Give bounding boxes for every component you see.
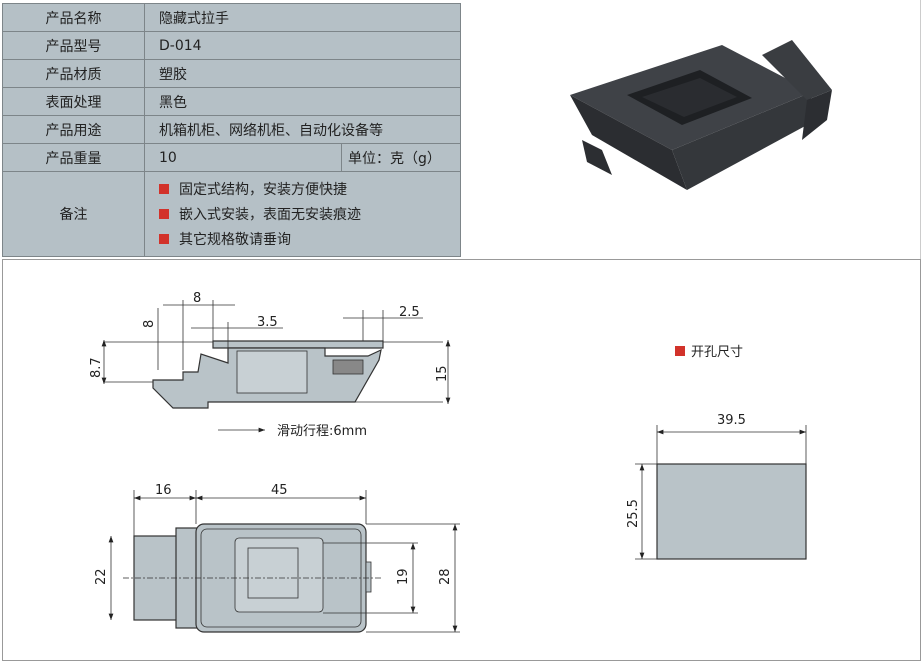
label: 产品用途: [2, 115, 145, 144]
label: 备注: [2, 171, 145, 257]
dim-label: 19: [396, 568, 411, 585]
side-section-view: [101, 300, 451, 433]
weight-value: 10: [144, 143, 342, 172]
bullet-icon: [675, 346, 685, 356]
stroke-label: 滑动行程:6mm: [277, 424, 367, 439]
label: 产品名称: [2, 3, 145, 32]
note-text: 嵌入式安装，表面无安装痕迹: [179, 207, 361, 223]
label: 产品材质: [2, 59, 145, 88]
note-item: 固定式结构，安装方便快捷: [159, 179, 460, 199]
dim-label: 2.5: [399, 305, 420, 320]
dim-label: 15: [435, 365, 450, 382]
bullet-icon: [159, 234, 169, 244]
handle-image: [570, 40, 832, 190]
technical-drawing-area: 8 8 3.5 2.5 8.7 15 滑动行程:6mm 16 45 22 19 …: [2, 259, 921, 661]
note-text: 其它规格敬请垂询: [179, 232, 291, 248]
dim-label: 25.5: [626, 499, 641, 528]
notes-cell: 固定式结构，安装方便快捷 嵌入式安装，表面无安装痕迹 其它规格敬请垂询: [144, 171, 461, 257]
label: 产品重量: [2, 143, 145, 172]
note-item: 嵌入式安装，表面无安装痕迹: [159, 204, 460, 224]
table-row: 表面处理黑色: [2, 87, 461, 116]
product-photo: [462, 0, 921, 259]
value: 黑色: [144, 87, 461, 116]
dim-label: 8: [193, 291, 201, 306]
dim-label: 3.5: [257, 315, 278, 330]
dim-label: 16: [155, 483, 172, 498]
table-row: 产品用途机箱机柜、网络机柜、自动化设备等: [2, 115, 461, 144]
table-row: 产品材质塑胶: [2, 59, 461, 88]
dim-label: 22: [94, 568, 109, 585]
dim-label: 8: [142, 320, 157, 328]
value: 隐藏式拉手: [144, 3, 461, 32]
value: 机箱机柜、网络机柜、自动化设备等: [144, 115, 461, 144]
note-item: 其它规格敬请垂询: [159, 229, 460, 249]
value: D-014: [144, 31, 461, 60]
technical-drawings: 8 8 3.5 2.5 8.7 15 滑动行程:6mm 16 45 22 19 …: [89, 291, 807, 633]
bullet-icon: [159, 209, 169, 219]
weight-unit: 单位：克（g）: [341, 143, 461, 172]
dim-label: 8.7: [89, 357, 104, 378]
bullet-icon: [159, 184, 169, 194]
dim-label: 39.5: [717, 413, 746, 428]
table-row: 产品名称隐藏式拉手: [2, 3, 461, 32]
table-row: 备注 固定式结构，安装方便快捷 嵌入式安装，表面无安装痕迹 其它规格敬请垂询: [2, 171, 461, 257]
dim-label: 45: [271, 483, 288, 498]
dim-label: 28: [438, 568, 453, 585]
label: 表面处理: [2, 87, 145, 116]
cutout-title: 开孔尺寸: [691, 345, 743, 360]
cutout-view: [635, 425, 807, 560]
top-view: [108, 490, 460, 633]
note-text: 固定式结构，安装方便快捷: [179, 182, 347, 198]
label: 产品型号: [2, 31, 145, 60]
value: 塑胶: [144, 59, 461, 88]
